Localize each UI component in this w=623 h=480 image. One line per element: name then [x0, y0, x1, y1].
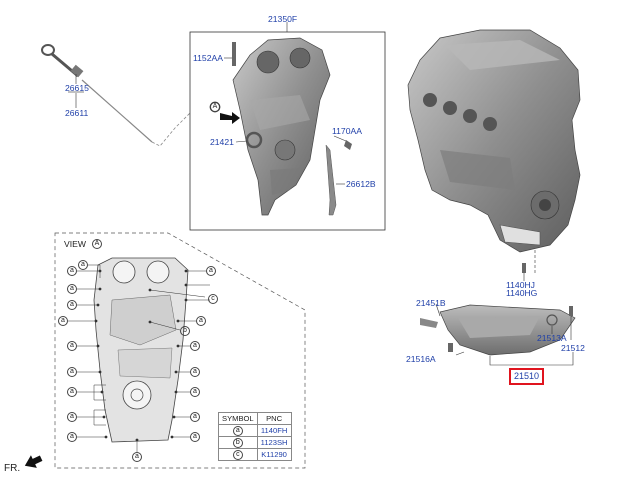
callout-a: a — [67, 387, 77, 397]
callout-a: a — [206, 266, 216, 276]
callout-a: a — [67, 300, 77, 310]
dip-tube — [325, 144, 337, 216]
symbol-header: SYMBOL — [218, 412, 258, 425]
pnc-value: 1140FH — [256, 424, 292, 437]
label-21516a: 21516A — [406, 354, 436, 364]
view-bolt-holes — [94, 269, 188, 442]
engine-block — [407, 29, 581, 253]
callout-a: a — [67, 341, 77, 351]
callout-a: a — [67, 432, 77, 442]
front-label: FR. — [4, 463, 21, 474]
callout-a: a — [196, 316, 206, 326]
pnc-value: 1123SH — [256, 436, 292, 449]
label-26612b: 26612B — [346, 179, 376, 189]
engine-bolt — [522, 263, 526, 273]
front-arrow — [24, 455, 43, 468]
symbol-a: a — [232, 426, 243, 436]
label-1170aa: 1170AA — [332, 126, 362, 136]
table-row: c K11290 — [218, 448, 292, 461]
view-leaders — [68, 264, 210, 452]
callout-a: a — [190, 367, 200, 377]
callout-a: a — [190, 412, 200, 422]
cover-frame — [189, 31, 386, 231]
label-21451b: 21451B — [416, 298, 446, 308]
view-a-cover — [93, 257, 189, 443]
arrow-marker: A — [210, 102, 220, 112]
dipstick — [41, 44, 191, 147]
label-1140hg: 1140HG — [506, 288, 538, 298]
symbol-table-header: SYMBOL PNC — [218, 412, 292, 425]
callout-b: b — [180, 326, 190, 336]
callout-a: a — [67, 412, 77, 422]
symbol-table: SYMBOL PNC a 1140FH b 1123SH c K11290 — [218, 412, 292, 461]
callout-a: a — [190, 432, 200, 442]
timing-cover — [232, 37, 331, 216]
label-21512: 21512 — [561, 343, 585, 353]
callout-c: c — [208, 294, 218, 304]
symbol-b: b — [232, 438, 243, 448]
callout-a: a — [67, 266, 77, 276]
callout-a: a — [132, 452, 142, 462]
label-21513a: 21513A — [537, 333, 567, 343]
view-panel — [54, 232, 306, 469]
bolt-1170aa — [344, 140, 352, 150]
callout-a: a — [67, 284, 77, 294]
oring-21421 — [245, 131, 263, 149]
callout-a: a — [58, 316, 68, 326]
symbol-c: c — [232, 450, 243, 460]
table-row: a 1140FH — [218, 424, 292, 437]
callout-a: a — [190, 341, 200, 351]
label-1152aa: 1152AA — [193, 53, 223, 63]
label-21350f: 21350F — [268, 14, 298, 24]
view-title-marker: A — [92, 239, 102, 249]
bolt-1152aa — [232, 42, 236, 66]
label-26611: 26611 — [65, 108, 89, 118]
callout-a: a — [67, 367, 77, 377]
label-1140hj: 1140HJ — [506, 280, 535, 290]
pnc-header: PNC — [256, 412, 292, 425]
label-21510-highlight: 21510 — [509, 368, 545, 385]
label-26615: 26615 — [65, 83, 89, 93]
callout-a: a — [78, 260, 88, 270]
oil-pan — [420, 304, 576, 356]
pnc-value: K11290 — [256, 448, 292, 461]
label-21421: 21421 — [210, 137, 234, 147]
callout-a: a — [190, 387, 200, 397]
table-row: b 1123SH — [218, 436, 292, 449]
view-title: VIEW — [64, 239, 86, 249]
